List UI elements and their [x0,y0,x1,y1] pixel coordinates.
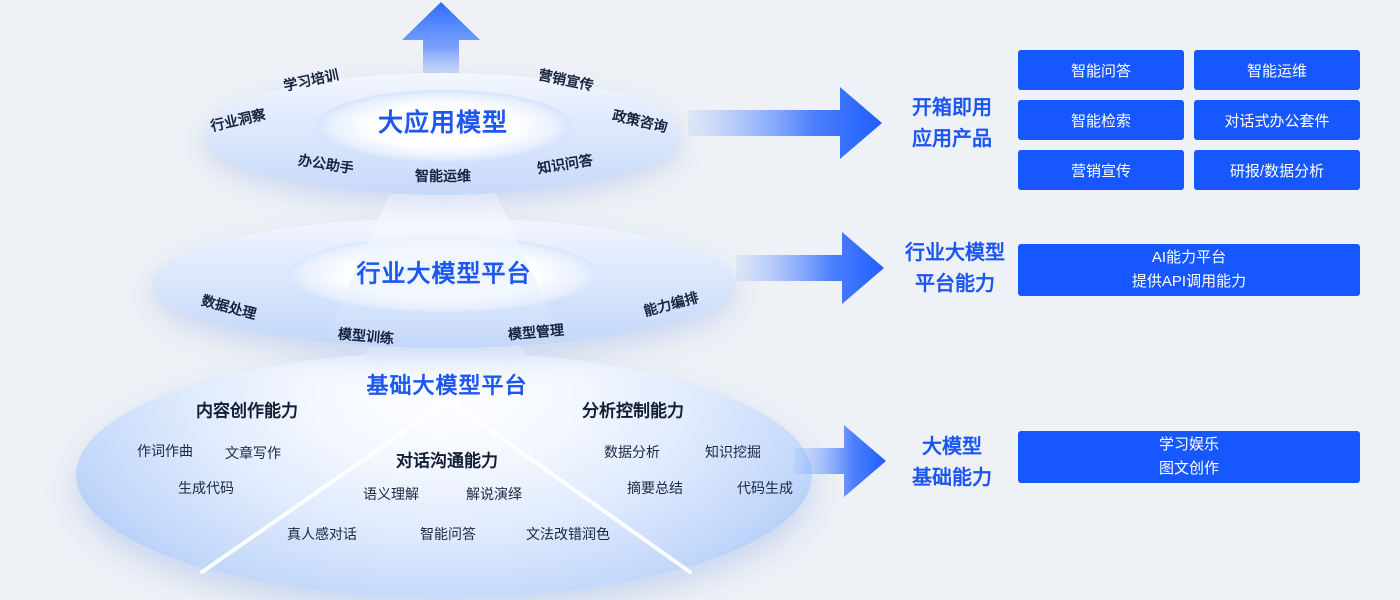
product-chip-qa: 智能问答 [1018,50,1184,90]
foundation-box-line: 图文创作 [1158,460,1219,477]
product-chip-marketing: 营销宣传 [1018,150,1184,190]
ai-platform-box: AI能力平台 提供API调用能力 [1018,244,1360,296]
section-title-analysis-control: 分析控制能力 [582,401,684,421]
capability-item: 文法改错润色 [526,526,610,542]
right-label-line: 基础能力 [912,467,992,489]
arrow-right-bottom-icon [794,425,886,497]
right-label-industry-platform: 行业大模型 平台能力 [905,238,1005,300]
application-layer-inner-ellipse [316,90,572,162]
capability-item: 文章写作 [225,445,281,461]
ai-platform-box-line: AI能力平台 [1151,249,1227,266]
foundation-box-line: 学习娱乐 [1158,436,1219,453]
section-divider-lines [200,404,692,574]
capability-item: 智能问答 [420,526,476,542]
capability-item: 真人感对话 [287,526,357,542]
foundation-layer-title: 基础大模型平台 [366,373,528,398]
capability-item: 语义理解 [363,486,419,502]
right-label-line: 开箱即用 [912,97,992,119]
foundation-box: 学习娱乐 图文创作 [1018,431,1360,483]
right-label-line: 平台能力 [915,273,995,295]
application-layer-title: 大应用模型 [377,109,509,137]
arrow-right-middle-icon [736,232,884,304]
product-chip-search: 智能检索 [1018,100,1184,140]
right-label-line: 行业大模型 [905,242,1005,264]
product-chip-office-suite: 对话式办公套件 [1194,100,1360,140]
product-chip-ops: 智能运维 [1194,50,1360,90]
right-label-line: 大模型 [922,436,982,458]
capability-item: 生成代码 [178,480,234,496]
ai-platform-box-line: 提供API调用能力 [1131,273,1247,290]
product-chip-report-analysis: 研报/数据分析 [1194,150,1360,190]
capability-item: 摘要总结 [627,480,683,496]
right-label-foundation-capability: 大模型 基础能力 [912,432,992,494]
industry-layer-title: 行业大模型平台 [356,260,532,288]
capability-item: 解说演绎 [466,486,522,502]
section-title-content-creation: 内容创作能力 [196,401,298,421]
ring-label-intelligent-ops: 智能运维 [415,168,471,184]
section-title-dialogue: 对话沟通能力 [396,451,498,471]
capability-item: 数据分析 [604,444,660,460]
right-label-out-of-box: 开箱即用 应用产品 [912,93,992,155]
ring-label-model-training: 模型训练 [337,325,395,347]
arrow-right-top-icon [688,87,882,159]
capability-item: 代码生成 [737,480,793,496]
capability-item: 知识挖掘 [705,444,761,460]
arrow-up-icon [402,2,480,86]
capability-item: 作词作曲 [137,443,193,459]
right-label-line: 应用产品 [912,128,992,150]
